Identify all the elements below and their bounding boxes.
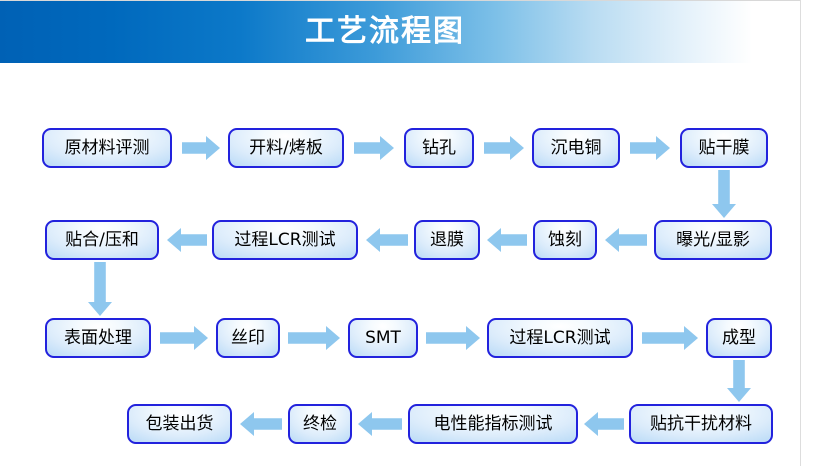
arrow-dianxingneng-to-zhongjian <box>358 412 402 436</box>
flow-node[interactable]: 曝光/显影 <box>654 220 772 260</box>
arrow-zuankong-to-chendiantong <box>484 136 524 160</box>
arrow-tiehe-to-biaomian <box>88 262 112 316</box>
arrow-tieganmo-to-baoguang <box>712 170 736 218</box>
flow-node[interactable]: 终检 <box>288 404 352 444</box>
header-banner: 工艺流程图 <box>0 1 800 63</box>
arrow-lcr2-to-chengxing <box>642 326 698 350</box>
arrow-tiekang-to-dianxingneng <box>584 412 624 436</box>
flow-node[interactable]: SMT <box>348 318 418 358</box>
arrow-zhongjian-to-baozhuang <box>240 412 282 436</box>
arrow-biaomian-to-siyin <box>160 326 208 350</box>
arrow-shike-to-tuimo <box>487 228 527 252</box>
flow-node[interactable]: 过程LCR测试 <box>212 220 358 260</box>
flow-node[interactable]: 蚀刻 <box>533 220 597 260</box>
flow-node[interactable]: 包装出货 <box>127 404 232 444</box>
flow-node[interactable]: 原材料评测 <box>42 128 172 168</box>
arrow-yuancailiao-to-kailiao <box>182 136 220 160</box>
flow-node[interactable]: 沉电铜 <box>532 128 620 168</box>
flow-node[interactable]: 钻孔 <box>404 128 474 168</box>
arrow-baoguang-to-shike <box>605 228 647 252</box>
flow-node[interactable]: 贴干膜 <box>680 128 768 168</box>
flow-node[interactable]: 开料/烤板 <box>228 128 344 168</box>
arrow-smt-to-lcr2 <box>426 326 480 350</box>
page-top-border <box>0 0 801 1</box>
flow-node[interactable]: 退膜 <box>414 220 480 260</box>
flow-node[interactable]: 成型 <box>706 318 772 358</box>
arrow-chendiantong-to-tieganmo <box>630 136 670 160</box>
flow-node[interactable]: 表面处理 <box>45 318 151 358</box>
flow-node[interactable]: 过程LCR测试 <box>487 318 633 358</box>
page-right-border <box>800 0 801 466</box>
page-title: 工艺流程图 <box>305 14 465 49</box>
flow-node[interactable]: 贴合/压和 <box>45 220 159 260</box>
arrow-kailiao-to-zuankong <box>354 136 394 160</box>
arrow-lcr-to-tiehe <box>167 228 207 252</box>
arrow-tuimo-to-lcr <box>366 228 408 252</box>
flow-node[interactable]: 贴抗干扰材料 <box>629 404 773 444</box>
arrow-chengxing-to-tiekang <box>727 360 751 402</box>
flow-node[interactable]: 电性能指标测试 <box>408 404 578 444</box>
arrow-siyin-to-smt <box>288 326 340 350</box>
flow-node[interactable]: 丝印 <box>216 318 280 358</box>
